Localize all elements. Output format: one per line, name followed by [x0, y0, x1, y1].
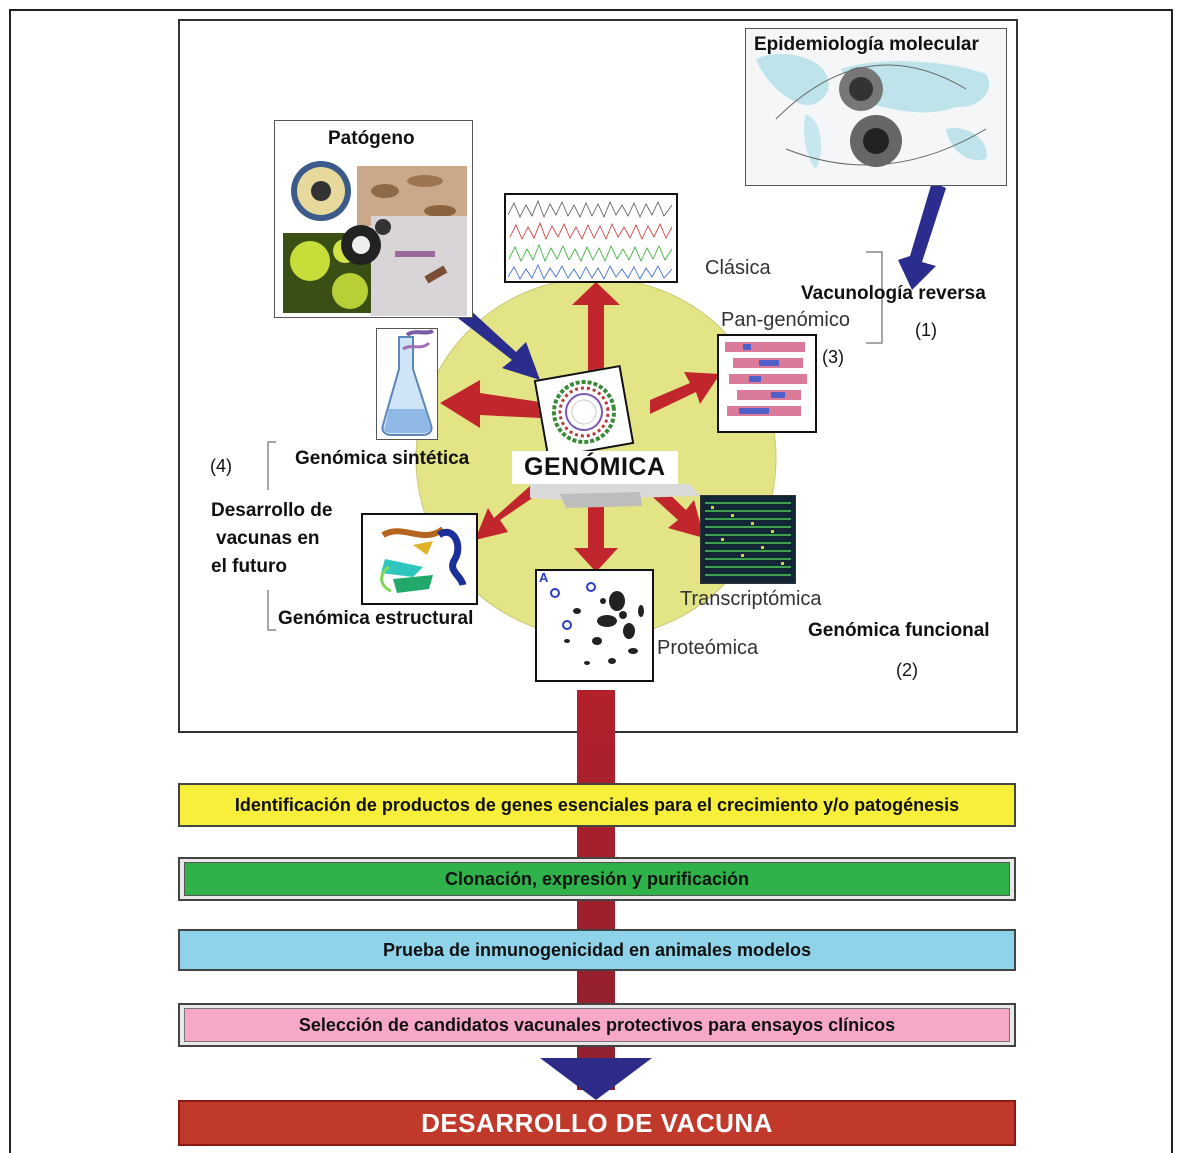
- microarray-icon: [701, 496, 795, 583]
- step-immunogenicity-text: Prueba de inmunogenicidad en animales mo…: [382, 939, 812, 960]
- label-num-2: (2): [896, 660, 918, 680]
- epidemiology-label: Epidemiología molecular: [754, 34, 979, 55]
- vaccine-development-text: DESARROLLO DE VACUNA: [421, 1107, 773, 1138]
- pathogen-collage-image: [274, 120, 473, 318]
- protein-icon: [380, 526, 467, 593]
- step-cloning: Clonación, expresión y purificación: [178, 857, 1016, 901]
- gel-letter: A: [539, 570, 549, 585]
- plasmid-icon: [551, 380, 616, 444]
- protein-structure-image: [361, 513, 478, 605]
- step-identification-text: Identificación de productos de genes ese…: [234, 794, 960, 815]
- genomica-estructural-label: Genómica estructural: [278, 608, 474, 629]
- arrow-left: [440, 380, 540, 428]
- brackets: [267, 251, 883, 631]
- step-immunogenicity: Prueba de inmunogenicidad en animales mo…: [178, 929, 1016, 971]
- genomica-sintetica-label: Genómica sintética: [295, 448, 470, 469]
- future-development-line-1: Desarrollo de: [211, 500, 333, 521]
- 2d-gel-image: [535, 569, 654, 682]
- pangenomico-label: Pan-genómico: [721, 309, 850, 331]
- vaccine-development-bar: DESARROLLO DE VACUNA: [178, 1100, 1016, 1146]
- clasica-label: Clásica: [705, 257, 771, 279]
- proteomica-label: Proteómica: [657, 637, 759, 659]
- future-development-line-3: el futuro: [211, 556, 287, 577]
- world-map-icon: [746, 29, 1006, 185]
- arrow-up: [572, 282, 620, 390]
- pan-genome-alignment-image: [717, 334, 817, 433]
- arrow-down: [574, 490, 618, 572]
- microarray-image: [700, 495, 796, 584]
- pipeline-arrowhead: [540, 1058, 652, 1100]
- flask-image: [376, 328, 438, 440]
- future-development-line-2: vacunas en: [216, 528, 320, 549]
- arrow-right: [650, 372, 720, 414]
- pathogen-collage-icon: [283, 161, 467, 316]
- step-selection: Selección de candidatos vacunales protec…: [178, 1003, 1016, 1047]
- step-selection-text: Selección de candidatos vacunales protec…: [298, 1014, 896, 1035]
- dna-sequence-chromatogram-image: [504, 193, 678, 283]
- genomica-title: GENÓMICA: [512, 451, 678, 484]
- world-map-image: [745, 28, 1007, 186]
- step-identification: Identificación de productos de genes ese…: [178, 783, 1016, 827]
- arrow-epidemiology: [898, 182, 946, 290]
- label-num-3: (3): [822, 347, 844, 367]
- flask-icon: [381, 329, 434, 436]
- pathogen-label: Patógeno: [326, 128, 417, 150]
- label-num-4: (4): [210, 456, 232, 476]
- genomica-funcional-label: Genómica funcional: [808, 620, 990, 641]
- label-num-1: (1): [915, 320, 937, 340]
- gel-icon: [550, 582, 644, 665]
- circular-genome-map-image: [533, 364, 635, 460]
- transcriptomica-label: Transcriptómica: [680, 588, 822, 610]
- pangenome-icon: [725, 342, 807, 416]
- vacunologia-reversa-label: Vacunología reversa: [801, 283, 986, 304]
- chromatogram-icon: [507, 199, 673, 280]
- step-cloning-text: Clonación, expresión y purificación: [444, 868, 750, 889]
- outer-frame: [9, 9, 1173, 1153]
